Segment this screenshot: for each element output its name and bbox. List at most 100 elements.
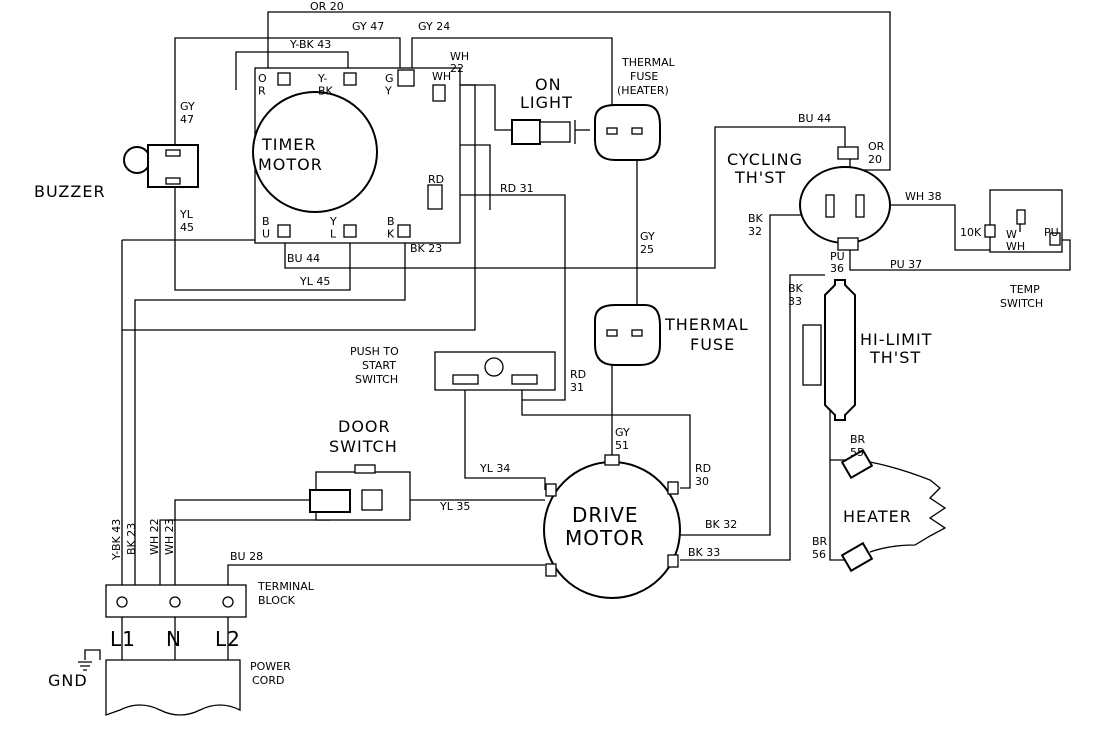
svg-text:25: 25 [640,243,654,256]
svg-text:31: 31 [570,381,584,394]
label-gy47-buzzer: GY [180,100,195,113]
power-cord-label: POWER [250,660,291,673]
svg-text:45: 45 [180,221,194,234]
label-bu44: BU 44 [287,252,320,265]
label-wh22-v: WH 22 [148,518,161,555]
svg-text:TH'ST: TH'ST [869,348,921,367]
label-rd30: RD [695,462,711,475]
svg-text:START: START [362,359,396,372]
label-bk23-v: BK 23 [125,523,138,555]
label-yl34: YL 34 [479,462,510,475]
label-pu37: PU 37 [890,258,922,271]
heater: HEATER [840,448,947,573]
cycling-thermostat: CYCLING TH'ST [727,146,891,251]
label-ybk43-top: Y-BK 43 [289,38,331,51]
l1-label: L1 [110,627,136,651]
label-gy51: GY [615,426,630,439]
label-rd31: RD 31 [500,182,534,195]
svg-text:22: 22 [450,62,464,75]
svg-text:56: 56 [812,548,826,561]
svg-text:32: 32 [748,225,762,238]
label-bk32-cyc: BK [748,212,764,225]
svg-text:SWITCH: SWITCH [1000,297,1043,310]
thermal-fuse: THERMAL FUSE [594,304,749,366]
drive-motor-label: DRIVE [572,503,639,527]
svg-text:SWITCH: SWITCH [355,373,398,386]
wire-labels: OR 20 GY 47 GY 24 Y-BK 43 WH 22 GY 47 YL… [110,0,942,563]
label-wh38: WH 38 [905,190,942,203]
label-or20-right: OR [868,140,885,153]
power-cord: POWER CORD GND [48,659,291,716]
label-br55: BR [850,433,866,446]
label-yl45: YL 45 [299,275,330,288]
terminal-block: TERMINAL BLOCK L1 N L2 [105,580,315,651]
label-gy47: GY 47 [352,20,384,33]
svg-text:FUSE: FUSE [630,70,658,83]
label-pu36: PU [830,250,845,263]
svg-text:W: W [1006,228,1017,241]
timer-motor-label: TIMER [261,135,317,154]
label-wh22-top: WH [450,50,469,63]
svg-text:SWITCH: SWITCH [329,437,398,456]
svg-text:36: 36 [830,262,844,275]
label-bk33-top: BK [788,282,804,295]
on-light: ON LIGHT [511,75,576,145]
label-yl45-buzzer: YL [179,208,194,221]
label-br56: BR [812,535,828,548]
svg-text:(HEATER): (HEATER) [617,84,669,97]
svg-text:FUSE: FUSE [690,335,735,354]
timer-terminal-rd: RD [428,173,444,186]
label-wh23-v: WH 23 [163,518,176,555]
svg-text:LIGHT: LIGHT [520,93,573,112]
svg-text:47: 47 [180,113,194,126]
n-label: N [166,627,182,651]
hi-limit-thermostat: HI-LIMIT TH'ST [802,279,932,421]
label-bu28: BU 28 [230,550,263,563]
buzzer: BUZZER [34,144,199,201]
svg-text:30: 30 [695,475,709,488]
temp-switch: 10K W WH PU TEMP SWITCH [960,189,1063,310]
label-rd31-push: RD [570,368,586,381]
thermal-fuse-heater-label: THERMAL [621,56,676,69]
label-or20: OR 20 [310,0,344,13]
label-ybk43-v: Y-BK 43 [110,519,123,561]
temp-switch-label: TEMP [1009,283,1040,296]
push-to-start-label: PUSH TO [350,345,399,358]
label-gy25: GY [640,230,655,243]
push-to-start-switch: PUSH TO START SWITCH [350,345,556,391]
on-light-label: ON [535,75,562,94]
label-bu44-right: BU 44 [798,112,831,125]
svg-text:MOTOR: MOTOR [258,155,323,174]
thermal-fuse-heater: THERMAL FUSE (HEATER) [594,56,676,161]
thermal-fuse-label: THERMAL [664,315,749,334]
label-bk32-motor: BK 32 [705,518,737,531]
svg-text:WH: WH [1006,240,1025,253]
svg-text:51: 51 [615,439,629,452]
svg-text:MOTOR: MOTOR [565,526,645,550]
timer-terminal-wh: WH [432,70,451,83]
l2-label: L2 [215,627,241,651]
terminal-block-label: TERMINAL [257,580,315,593]
door-switch-label: DOOR [338,417,391,436]
cycling-thst-label: CYCLING [727,150,803,169]
svg-text:20: 20 [868,153,882,166]
label-gy24: GY 24 [418,20,450,33]
svg-text:CORD: CORD [252,674,284,687]
drive-motor: DRIVE MOTOR [543,454,681,599]
hi-limit-label: HI-LIMIT [860,330,932,349]
svg-text:55: 55 [850,446,864,459]
heater-label: HEATER [843,507,912,526]
svg-text:33: 33 [788,295,802,308]
gnd-label: GND [48,671,88,690]
label-yl35: YL 35 [439,500,470,513]
timer-terminal-ybk: Y-BK [317,72,334,98]
svg-text:TH'ST: TH'ST [734,168,786,187]
label-bk23: BK 23 [410,242,442,255]
temp-switch-10k: 10K [960,226,982,239]
